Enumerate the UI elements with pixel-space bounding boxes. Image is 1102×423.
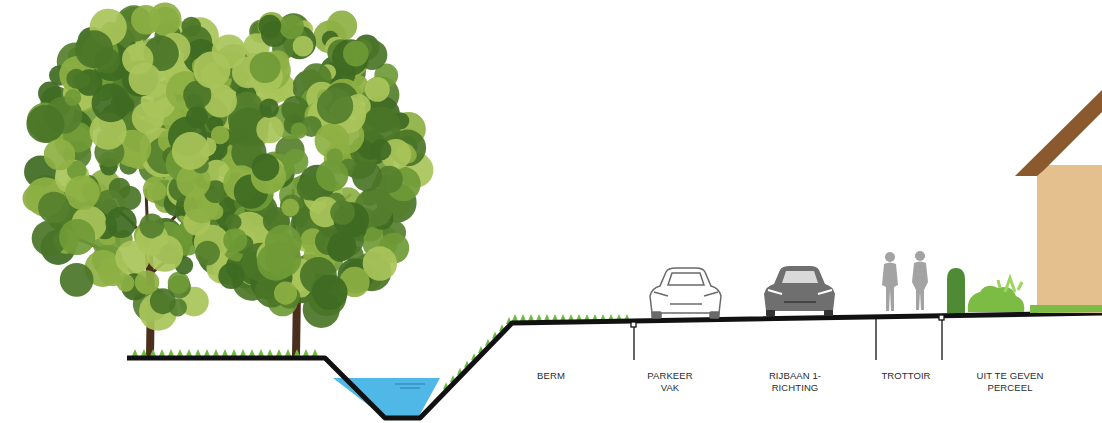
car-white: [650, 268, 721, 318]
tree-trunks: [80, 190, 370, 356]
grass-tuft: [528, 314, 534, 321]
bushes: [947, 268, 1024, 313]
tree-canopy: [22, 3, 433, 331]
leaf-cluster: [343, 41, 369, 67]
leaf-cluster: [195, 241, 220, 266]
leaf-cluster: [26, 105, 64, 143]
grass-tuft: [186, 349, 192, 356]
grass-tuft: [267, 349, 273, 356]
leaf-cluster: [75, 30, 113, 68]
leaf-cluster: [370, 139, 391, 160]
leaf-cluster: [117, 274, 135, 292]
leaf-cluster: [256, 116, 284, 144]
leaf-cluster: [186, 106, 208, 128]
leaf-cluster: [259, 98, 279, 118]
leaf-cluster: [326, 148, 342, 164]
leaf-cluster: [132, 102, 164, 134]
leaf-cluster: [293, 36, 314, 57]
grass-tuft: [213, 349, 219, 356]
grass-tuft: [150, 349, 156, 356]
grass-tuft: [285, 349, 291, 356]
leaf-cluster: [59, 219, 95, 255]
pedestrians: [882, 251, 928, 311]
leaf-cluster: [105, 207, 136, 238]
grass-tuft: [536, 314, 542, 321]
zone-dividers: [631, 315, 944, 360]
grass-tuft: [204, 349, 210, 356]
grass-tuft: [276, 349, 282, 356]
leaf-cluster: [172, 132, 210, 170]
leaf-cluster: [225, 214, 241, 230]
leaf-cluster: [252, 154, 279, 181]
leaf-cluster: [291, 122, 307, 138]
leaf-cluster: [274, 282, 297, 305]
leaf-cluster: [218, 263, 244, 289]
leaf-cluster: [60, 263, 94, 297]
leaf-cluster: [92, 84, 131, 123]
leaf-cluster: [250, 52, 281, 83]
grass: [132, 314, 630, 389]
leaf-cluster: [257, 243, 295, 281]
house: [1015, 90, 1102, 313]
zone-label: RIJBAAN 1-RICHTING: [759, 370, 831, 394]
grass-tuft: [195, 349, 201, 356]
leaf-cluster: [280, 15, 304, 39]
grass-tuft: [231, 349, 237, 356]
leaf-cluster: [317, 88, 353, 124]
grass-tuft: [159, 349, 165, 356]
grass-tuft: [249, 349, 255, 356]
leaf-cluster: [223, 228, 247, 252]
grass-tuft: [222, 349, 228, 356]
leaf-cluster: [281, 199, 299, 217]
leaf-cluster: [365, 77, 390, 102]
zone-label: PARKEER VAK: [642, 370, 698, 394]
zone-label: TROTTOIR: [871, 370, 941, 382]
leaf-cluster: [150, 288, 176, 314]
grass-tuft: [520, 314, 526, 321]
grass-tuft: [177, 349, 183, 356]
leaf-cluster: [38, 192, 70, 224]
leaf-cluster: [258, 15, 281, 38]
leaf-cluster: [146, 181, 166, 201]
grass-tuft: [168, 349, 174, 356]
leaf-cluster: [330, 200, 355, 225]
leaf-cluster: [131, 5, 161, 35]
leaf-cluster: [64, 89, 81, 106]
ground-line: [127, 313, 1102, 418]
leaf-cluster: [44, 139, 75, 170]
water-mark: [395, 384, 425, 388]
leaf-cluster: [122, 43, 153, 74]
car-grey: [764, 266, 835, 316]
zone-label: UIT TE GEVEN PERCEEL: [971, 370, 1049, 394]
grass-tuft: [294, 349, 300, 356]
leaf-cluster: [193, 51, 230, 88]
leaf-cluster: [65, 175, 100, 210]
leaf-cluster: [139, 214, 164, 239]
leaf-cluster: [352, 161, 382, 191]
leaf-cluster: [73, 72, 90, 89]
leaf-cluster: [146, 235, 183, 272]
grass-tuft: [303, 349, 309, 356]
grass-tuft: [240, 349, 246, 356]
leaf-cluster: [332, 39, 369, 76]
zone-label: BERM: [521, 370, 581, 382]
grass-tuft: [512, 314, 518, 321]
leaf-cluster: [207, 204, 223, 220]
leaf-cluster: [168, 272, 190, 294]
grass-tuft: [258, 349, 264, 356]
grass-tuft: [141, 349, 147, 356]
grass-tuft: [312, 349, 318, 356]
leaf-cluster: [312, 275, 347, 310]
grass-tuft: [132, 349, 138, 356]
